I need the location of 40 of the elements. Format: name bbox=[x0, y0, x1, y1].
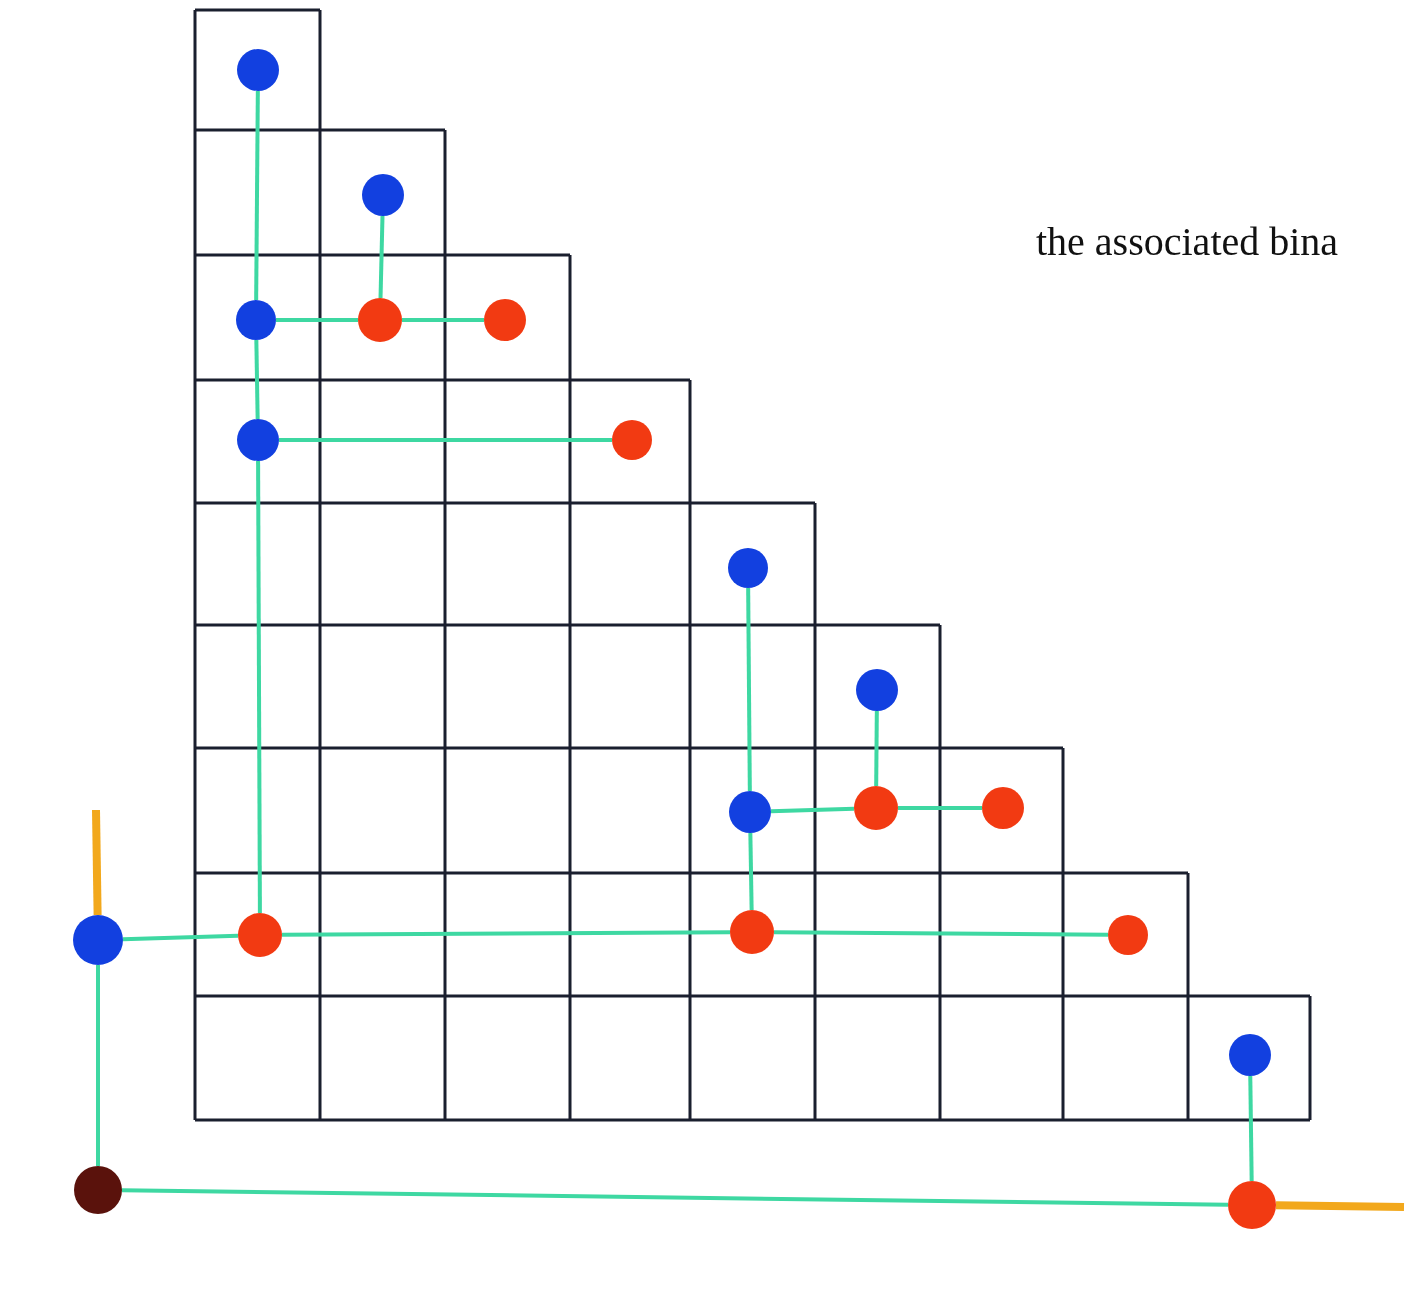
dot bbox=[237, 49, 279, 91]
connector-line bbox=[748, 832, 754, 911]
dot bbox=[238, 913, 282, 957]
connector-line bbox=[254, 91, 260, 300]
dot bbox=[854, 786, 898, 830]
connector-line bbox=[770, 806, 855, 814]
connector-line bbox=[276, 318, 358, 322]
connector-line bbox=[121, 1188, 1229, 1207]
connector-line bbox=[378, 215, 385, 299]
dot bbox=[362, 174, 404, 216]
dot bbox=[856, 669, 898, 711]
connector-line bbox=[256, 461, 262, 913]
dot bbox=[358, 298, 402, 342]
dot bbox=[1108, 915, 1148, 955]
connector-line bbox=[122, 933, 239, 942]
connector-line bbox=[746, 587, 752, 792]
dot bbox=[730, 910, 774, 954]
dot bbox=[484, 299, 526, 341]
dot bbox=[1229, 1034, 1271, 1076]
caption-text: the associated bina bbox=[1036, 218, 1339, 265]
dot bbox=[1228, 1181, 1276, 1229]
dot bbox=[729, 791, 771, 833]
marker-stroke bbox=[1275, 1201, 1405, 1211]
connector-line bbox=[898, 806, 982, 810]
dot bbox=[236, 300, 276, 340]
dot bbox=[612, 420, 652, 460]
dot bbox=[74, 1166, 122, 1214]
connector-line bbox=[1248, 1075, 1254, 1182]
connector-line bbox=[774, 930, 1108, 937]
dot bbox=[237, 419, 279, 461]
connector-line bbox=[96, 965, 100, 1166]
connector-line bbox=[279, 438, 612, 442]
connector-line bbox=[874, 711, 879, 786]
connector-line bbox=[402, 318, 484, 322]
dot bbox=[982, 787, 1024, 829]
connector-line bbox=[254, 339, 260, 420]
marker-stroke bbox=[92, 809, 102, 916]
dot bbox=[73, 915, 123, 965]
connector-line bbox=[282, 930, 730, 937]
dot bbox=[728, 548, 768, 588]
